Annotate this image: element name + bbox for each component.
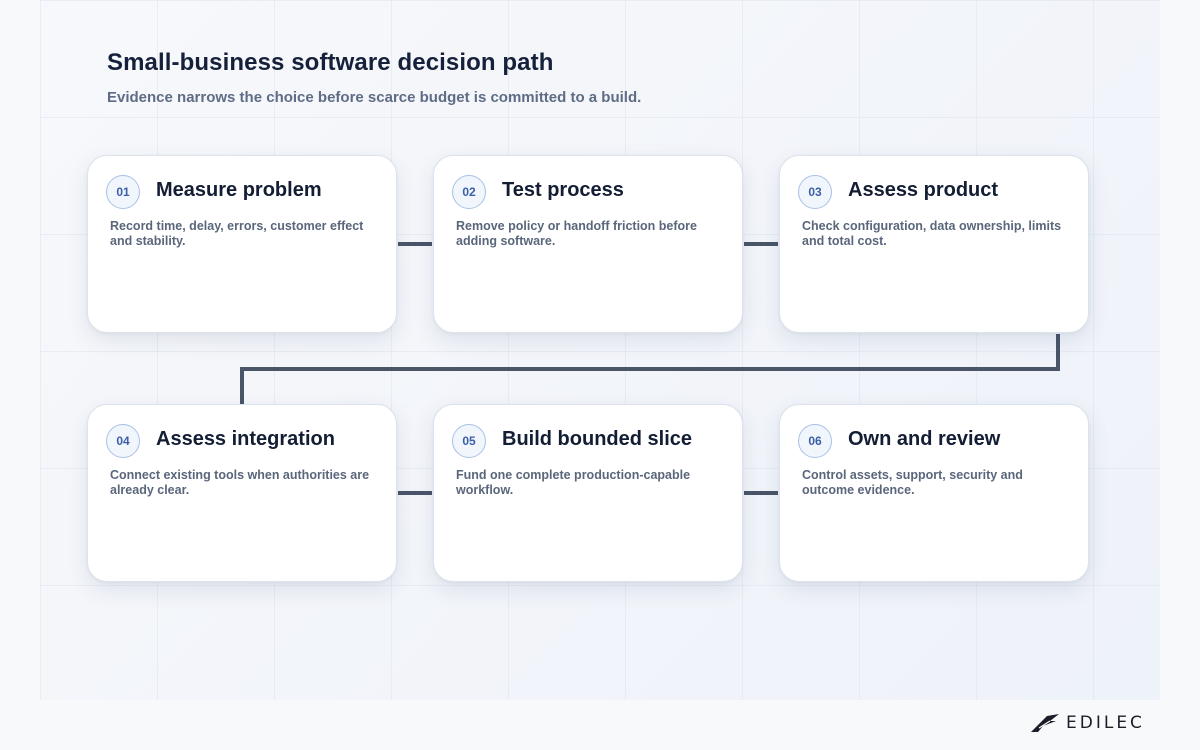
- diagram-background: [40, 0, 1160, 700]
- step-number-badge: 02: [452, 175, 486, 209]
- step-number-badge: 06: [798, 424, 832, 458]
- step-title: Build bounded slice: [502, 428, 693, 450]
- step-description: Record time, delay, errors, customer eff…: [110, 219, 364, 248]
- brand-name: EDILEC: [1066, 713, 1145, 733]
- page-title: Small-business software decision path: [107, 49, 554, 76]
- page-subtitle: Evidence narrows the choice before scarc…: [107, 89, 642, 106]
- step-title: Own and review: [848, 428, 1001, 450]
- step-card-own-and-review: 06 Own and review Control assets, suppor…: [779, 404, 1089, 582]
- step-number-badge: 04: [106, 424, 140, 458]
- step-card-assess-integration: 04 Assess integration Connect existing t…: [87, 404, 397, 582]
- step-number-badge: 03: [798, 175, 832, 209]
- brand-logo: EDILEC: [1030, 711, 1145, 735]
- step-description: Check configuration, data ownership, lim…: [802, 219, 1062, 248]
- step-description: Remove policy or handoff friction before…: [456, 219, 697, 248]
- step-title: Measure problem: [156, 179, 322, 201]
- step-number-badge: 05: [452, 424, 486, 458]
- step-card-assess-product: 03 Assess product Check configuration, d…: [779, 155, 1089, 333]
- step-title: Assess integration: [156, 428, 335, 450]
- step-card-build-bounded-slice: 05 Build bounded slice Fund one complete…: [433, 404, 743, 582]
- step-title: Test process: [502, 179, 624, 201]
- step-card-test-process: 02 Test process Remove policy or handoff…: [433, 155, 743, 333]
- step-description: Control assets, support, security and ou…: [802, 468, 1023, 497]
- step-card-measure-problem: 01 Measure problem Record time, delay, e…: [87, 155, 397, 333]
- step-title: Assess product: [848, 179, 999, 201]
- step-description: Connect existing tools when authorities …: [110, 468, 370, 497]
- bird-logo-icon: [1031, 714, 1059, 732]
- step-description: Fund one complete production-capable wor…: [456, 468, 691, 497]
- connector-03-04: [240, 334, 1060, 404]
- step-number-badge: 01: [106, 175, 140, 209]
